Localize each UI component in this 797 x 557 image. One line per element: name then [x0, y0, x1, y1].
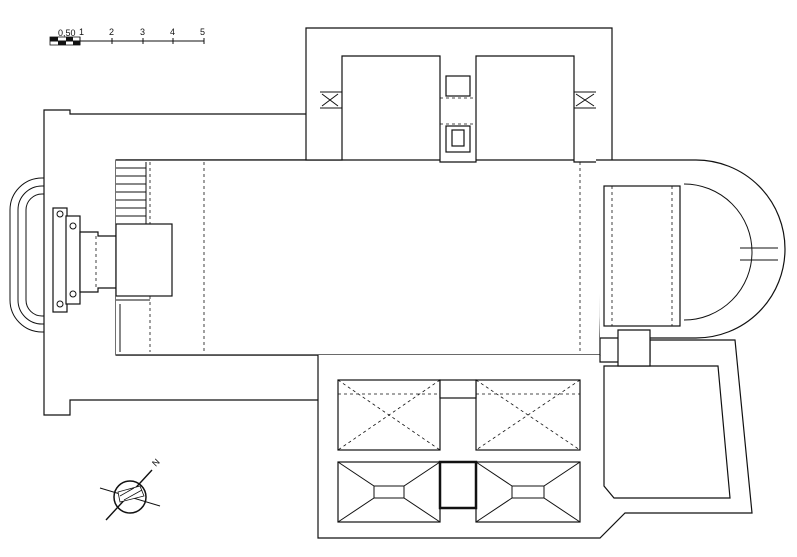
staircase [116, 162, 147, 224]
scale-label-1: 1 [79, 27, 84, 37]
scale-label-4: 4 [170, 27, 175, 37]
chancel [603, 185, 778, 367]
scale-bar: 0,50 1 2 3 4 5 [49, 27, 205, 46]
scale-label-5: 5 [200, 27, 205, 37]
scale-label-050: 0,50 [58, 28, 76, 38]
north-label: N [150, 457, 162, 469]
nave-outline [116, 159, 601, 356]
nave-vault-lines [203, 162, 581, 353]
scale-label-3: 3 [140, 27, 145, 37]
sacristy-outline [603, 365, 731, 499]
scale-label-2: 2 [109, 27, 114, 37]
chapel-3 [337, 461, 441, 523]
south-chapels [337, 379, 581, 523]
apse-inner-arc [683, 183, 753, 321]
narthex [115, 162, 173, 352]
chapel-4 [475, 461, 581, 523]
north-arrow: N [99, 457, 162, 521]
tower-details [320, 75, 596, 153]
